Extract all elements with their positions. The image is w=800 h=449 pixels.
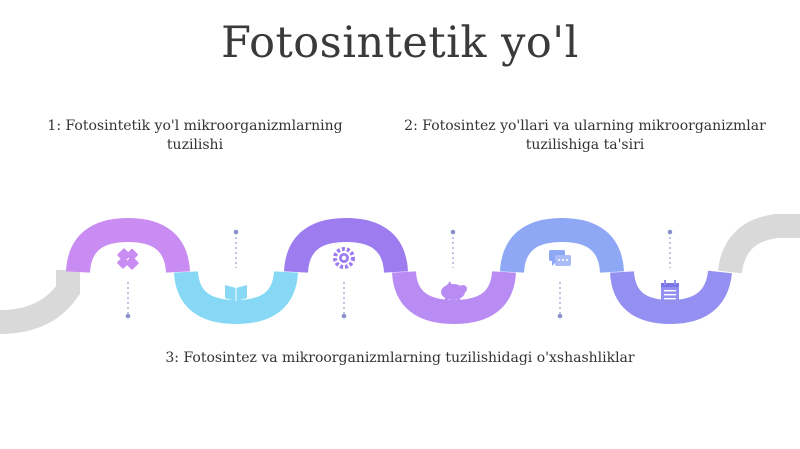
wave-segment-lilac — [392, 270, 516, 325]
stem-dot-5 — [557, 313, 563, 319]
wave-segment-blue — [500, 217, 624, 274]
step-3-caption: 3: Fotosintez va mikroorganizmlarning tu… — [165, 350, 635, 366]
page-title: Fotosintetik yo'l — [221, 18, 579, 68]
stem-dot-4 — [450, 229, 456, 235]
step-2-caption: 2: Fotosintez yo'llari va ularning mikro… — [404, 118, 766, 153]
wave-segment-violet — [66, 217, 190, 274]
book-icon — [225, 285, 247, 301]
stem-dot-3 — [341, 313, 347, 319]
chat-icon — [549, 250, 571, 266]
wave-segment-purple — [284, 217, 408, 274]
wave-segment-left-gray — [0, 270, 80, 334]
step-1-caption: 1: Fotosintetik yo'l mikroorganizmlarnin… — [47, 118, 343, 153]
wave-segment-indigo — [610, 270, 732, 325]
puzzle-icon — [117, 248, 139, 270]
stem-dot-1 — [125, 313, 131, 319]
piggy-bank-icon — [441, 281, 467, 302]
stem-dot-2 — [233, 229, 239, 235]
calendar-icon — [661, 280, 679, 301]
stem-dot-6 — [667, 229, 673, 235]
wave-segment-right-gray — [718, 214, 800, 274]
gear-icon — [333, 247, 355, 269]
wave-segment-cyan — [174, 270, 298, 325]
